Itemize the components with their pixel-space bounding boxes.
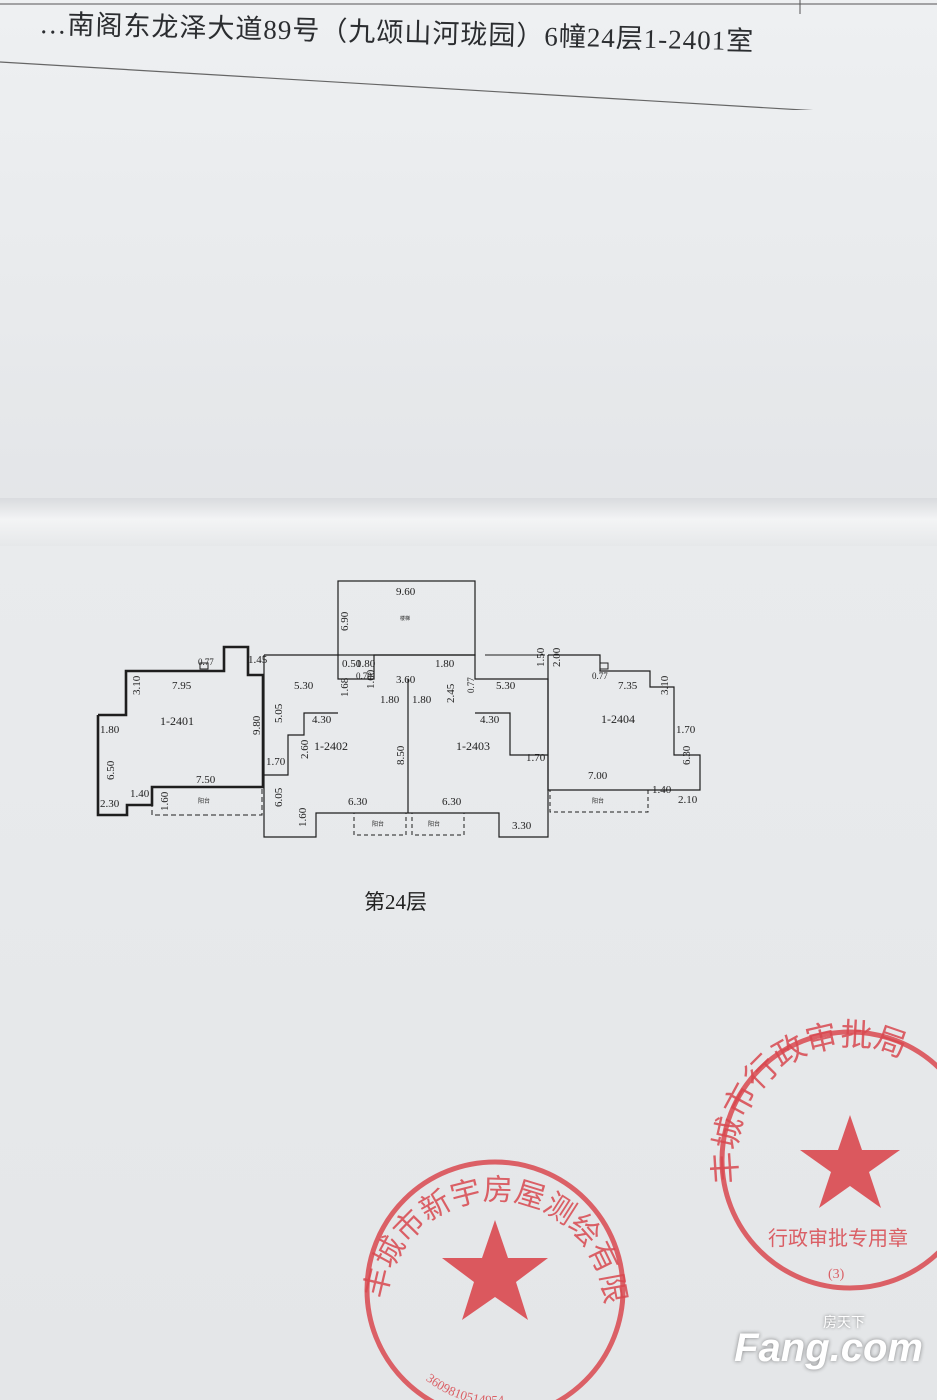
star-icon — [442, 1220, 548, 1320]
balcony-2401-label: 阳台 — [198, 797, 210, 805]
dim-2403-k: 6.30 — [442, 796, 462, 808]
dim-2402-l: 1.80 — [356, 658, 376, 670]
dim-2402-h: 1.60 — [297, 807, 309, 827]
document-upper-page — [0, 0, 937, 520]
dim-2404-j: 2.10 — [678, 794, 698, 806]
gas-box-2404 — [599, 662, 609, 670]
star-icon — [800, 1115, 900, 1208]
dim-2401-d: 6.50 — [105, 760, 117, 780]
surveying-company-seal: 丰城市新宇房屋测绘有限公司 3609810514954 — [345, 1140, 631, 1400]
dim-2404-f: 1.70 — [676, 724, 696, 736]
svg-text:3609810514954: 3609810514954 — [424, 1370, 505, 1400]
dim-2401-f: 7.50 — [196, 774, 216, 786]
dim-2403-g: 0.77 — [466, 677, 476, 693]
dim-2403-b: 1.80 — [380, 694, 400, 706]
unit-2401-outline — [96, 645, 265, 817]
watermark-main-text: Fang.com — [734, 1326, 923, 1370]
dim-2402-g: 6.30 — [348, 796, 368, 808]
balcony-2404-label: 阳台 — [592, 797, 604, 805]
dim-2404-e: 3.10 — [659, 675, 671, 695]
right-seal-number: (3) — [828, 1267, 845, 1282]
dim-2404-h: 7.00 — [588, 770, 608, 782]
dim-2402-j: 0.50 — [342, 658, 362, 670]
dim-2403-d: 8.50 — [395, 745, 407, 765]
approval-bureau-seal: 丰城市行政审批局 行政审批专用章 (3) — [710, 1016, 937, 1291]
unit-2403-inner — [475, 712, 548, 756]
dim-2402-m: 1.00 — [365, 669, 377, 689]
balcony-2401 — [151, 786, 263, 816]
dim-2403-j: 1.70 — [526, 752, 546, 764]
dim-2401-i: 1.60 — [159, 791, 171, 811]
dim-2402-c: 4.30 — [312, 714, 332, 726]
floor-plan: 9.60 6.90 楼梯 1-2401 1-2402 1-2403 1-2404… — [96, 580, 701, 838]
core-width-dim: 9.60 — [396, 586, 416, 598]
unit-2402-inner — [264, 712, 338, 776]
balcony-2404 — [549, 789, 649, 813]
dim-2404-b: 2.00 — [551, 647, 563, 667]
dim-2401-g: 2.30 — [100, 798, 120, 810]
dim-2403-l: 3.30 — [512, 820, 532, 832]
dim-2402-d: 2.60 — [299, 739, 311, 759]
dim-2401-h: 1.40 — [130, 788, 150, 800]
header-table-lines — [0, 0, 937, 110]
dim-2402-e: 1.70 — [266, 756, 286, 768]
dim-2403-c: 1.80 — [412, 694, 432, 706]
dim-2402-i: 1.68 — [339, 677, 351, 697]
right-seal-subtext: 行政审批专用章 — [768, 1227, 908, 1250]
stair-label: 楼梯 — [400, 615, 410, 622]
dim-2401-c: 1.80 — [100, 724, 120, 736]
balcony-2402-label: 阳台 — [372, 820, 384, 828]
unit-label-2401: 1-2401 — [160, 714, 194, 728]
dim-2404-a: 1.50 — [535, 647, 547, 667]
dim-2401-e: 9.80 — [251, 715, 263, 735]
dim-2404-i: 1.40 — [652, 784, 672, 796]
gas-box-2401 — [199, 662, 209, 670]
dim-2403-h: 5.30 — [496, 680, 516, 692]
dim-2403-a: 3.60 — [396, 674, 416, 686]
fang-watermark: 房天下 Fang.com — [723, 1312, 923, 1382]
dim-2402-k: 0.70 — [356, 671, 372, 681]
balcony-2402 — [353, 812, 407, 836]
document-lower-page — [0, 540, 937, 1400]
core-height-dim: 6.90 — [339, 611, 351, 631]
dim-2401-k: 0.77 — [198, 657, 214, 667]
dim-2402-b: 5.05 — [273, 703, 285, 723]
floor-label: 第24层 — [364, 890, 427, 914]
dim-2401-a: 3.10 — [131, 675, 143, 695]
paper-fold — [0, 498, 937, 546]
unit-label-2403: 1-2403 — [456, 739, 490, 753]
dim-2403-f: 2.45 — [445, 683, 457, 703]
unit-label-2404: 1-2404 — [601, 712, 635, 726]
dim-2404-c: 0.77 — [592, 671, 608, 681]
dim-2402-a: 5.30 — [294, 680, 314, 692]
watermark-small-text: 房天下 — [823, 1315, 865, 1331]
dim-2403-i: 4.30 — [480, 714, 500, 726]
dim-2403-e: 1.80 — [435, 658, 455, 670]
left-seal-number: 3609810514954 — [424, 1370, 505, 1400]
dim-2401-b: 7.95 — [172, 680, 192, 692]
dim-2401-j: 1.45 — [248, 654, 268, 666]
balcony-2403-label: 阳台 — [428, 820, 440, 828]
dim-2402-f: 6.05 — [273, 787, 285, 807]
unit-label-2402: 1-2402 — [314, 739, 348, 753]
dim-2404-d: 7.35 — [618, 680, 638, 692]
balcony-2403 — [411, 812, 465, 836]
dim-2404-g: 6.30 — [681, 745, 693, 765]
